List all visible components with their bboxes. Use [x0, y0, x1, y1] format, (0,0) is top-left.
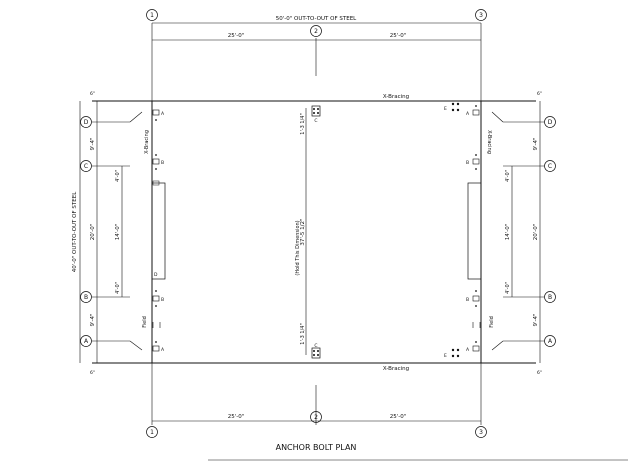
grid-bubble-3-top: 3 [479, 12, 483, 19]
right-bolt-groups: E A B B E A [444, 102, 482, 359]
left-dimensions: 40'-0" OUT-TO-OUT OF STEEL 9'-4" 20'-0" … [72, 91, 123, 376]
right-inner-dim-bottom: 4'-0" [505, 282, 511, 294]
left-dim-middle: 20'-0" [90, 224, 96, 241]
grid-bubble-c-left: C [84, 163, 88, 170]
x-bracing-bottom-label: X-Bracing [383, 366, 409, 372]
bolt-tag-a-left-top: A [161, 111, 165, 117]
bay-dim-top-right: 25'-0" [390, 33, 407, 39]
left-dim-top: 9'-4" [90, 137, 96, 150]
right-dimensions: 9'-4" 20'-0" 9'-4" 4'-0" 14'-0" 4'-0" 6"… [505, 91, 542, 376]
center-dim-top: 1'-3 1/4" [300, 113, 306, 134]
grid-bubble-2-bottom: 2 [314, 414, 318, 421]
grid-bubble-2-top: 2 [314, 28, 318, 35]
center-dim-bottom: 1'-3 1/4" [300, 323, 306, 344]
drawing-title: ANCHOR BOLT PLAN [276, 443, 357, 452]
left-inner-dim-top: 4'-0" [115, 170, 121, 182]
bay-dim-bottom-left: 25'-0" [228, 414, 245, 420]
field-label-left: Field [142, 316, 148, 328]
bolt-tag-a-right-bottom: A [466, 347, 470, 353]
right-tick-bottom: 6" [537, 370, 542, 376]
grid-bubble-1-bottom: 1 [150, 429, 154, 436]
grid-bubble-b-right: B [548, 294, 552, 301]
bay-dim-top-left: 25'-0" [228, 33, 245, 39]
bottom-dimensions: 25'-0" 25'-0" [152, 414, 481, 422]
grid-bubble-b-left: B [84, 294, 88, 301]
bolt-tag-b-right-bottom: B [466, 297, 469, 303]
grid-bubble-3-bottom: 3 [479, 429, 483, 436]
anchor-bolt-group-center-top: C [311, 105, 321, 124]
top-dimensions: 50'-0" OUT-TO-OUT OF STEEL 25'-0" 25'-0" [152, 16, 481, 41]
grid-bubble-a-right: A [548, 338, 553, 345]
grid-lines [151, 23, 482, 425]
column-bubbles: 1 2 3 1 2 3 [146, 9, 487, 438]
left-inner-dim-middle: 14'-0" [115, 224, 121, 241]
grid-bubble-c-right: C [548, 163, 552, 170]
grid-bubble-1-top: 1 [150, 12, 154, 19]
corner-stubs [129, 111, 504, 351]
grid-bubble-a-left: A [84, 338, 89, 345]
bolt-tag-b-right-top: B [466, 160, 469, 166]
grid-bubble-d-right: D [548, 119, 553, 126]
x-bracing-left-side-label: X-Bracing [144, 130, 150, 154]
row-bubbles: D C B A D C B A [80, 116, 556, 347]
bolt-tag-b-left-bottom: B [161, 297, 164, 303]
center-hold-dimension: (Hold This Dimension) 1'-3 1/4" 37'-5 1/… [295, 108, 307, 355]
left-tick-top: 6" [90, 91, 95, 97]
right-tick-top: 6" [537, 91, 542, 97]
bolt-tag-c-bottom: C [314, 343, 317, 349]
x-bracing-right-side-label: X-Bracing [486, 130, 492, 154]
bolt-tag-e-right-top: E [444, 106, 447, 112]
left-tick-bottom: 6" [90, 370, 95, 376]
row-leaders [92, 121, 544, 342]
building-outline [92, 100, 536, 364]
right-dim-top: 9'-4" [533, 137, 539, 150]
bay-dim-bottom-right: 25'-0" [390, 414, 407, 420]
overall-width-dim: 50'-0" OUT-TO-OUT OF STEEL [276, 16, 357, 22]
bolt-tag-b-left-top: B [161, 160, 164, 166]
right-inner-dim-top: 4'-0" [505, 170, 511, 182]
right-inner-dim-middle: 14'-0" [505, 224, 511, 241]
bolt-tag-e-right-bottom: E [444, 353, 447, 359]
left-inner-dim-bottom: 4'-0" [115, 282, 121, 294]
bolt-tag-c-top: C [314, 118, 317, 124]
bolt-tag-a-right-top: A [466, 111, 470, 117]
overall-depth-dim: 40'-0" OUT-TO-OUT OF STEEL [72, 191, 78, 272]
anchor-bolt-group-center-bottom: C [311, 343, 321, 359]
hold-dimension-label: (Hold This Dimension) [295, 220, 301, 275]
right-dim-middle: 20'-0" [533, 224, 539, 241]
field-label-right: Field [489, 316, 495, 328]
bolt-tag-a-left-bottom: A [161, 347, 165, 353]
right-dim-bottom: 9'-4" [533, 313, 539, 326]
left-bolt-groups: A B D B A [151, 109, 166, 353]
grid-bubble-d-left: D [84, 119, 89, 126]
x-bracing-top-label: X-Bracing [383, 94, 409, 100]
center-dim-middle: 37'-5 1/2" [300, 218, 306, 245]
left-dim-bottom: 9'-4" [90, 313, 96, 326]
bolt-tag-d-left: D [154, 272, 158, 278]
